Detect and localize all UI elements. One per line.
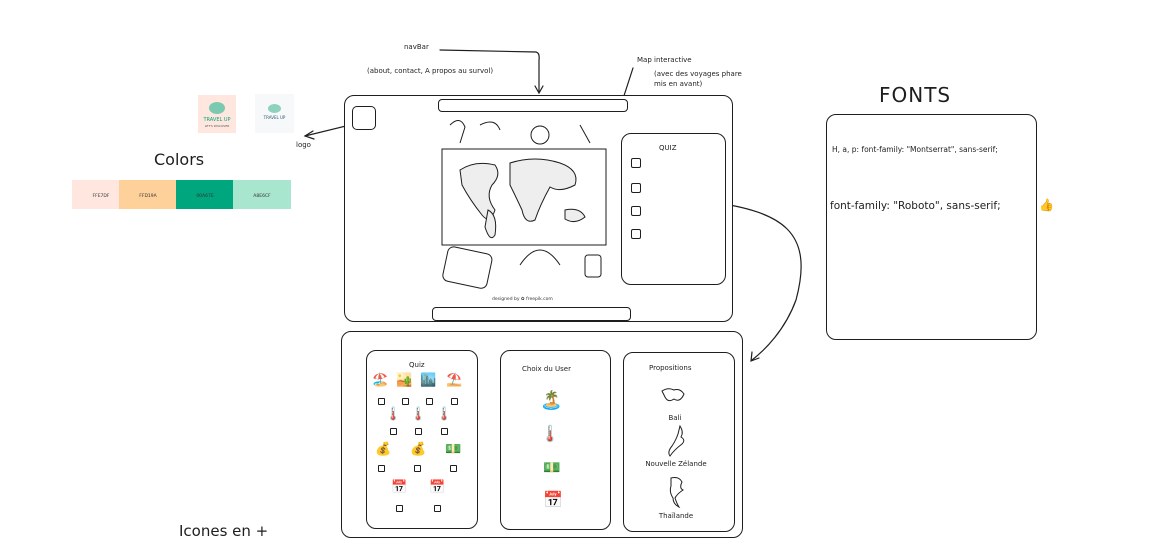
island-icon: 🏝️: [540, 390, 563, 411]
font-headings-rule: H, a, p: font-family: "Montserrat", sans…: [832, 145, 998, 154]
destination-label: Thaïlande: [658, 512, 694, 520]
whale-icon: [209, 102, 225, 114]
propositions-panel: [623, 352, 735, 532]
quiz-checkbox[interactable]: [415, 428, 422, 435]
calendar-icon: 📅: [429, 480, 446, 495]
thumbs-up-icon: 👍: [1039, 198, 1054, 212]
quiz-panel: [366, 350, 478, 529]
logo-white: TRAVEL UP: [255, 94, 294, 133]
world-map-illustration: designed by ✿ freepik.com: [440, 115, 610, 305]
logo-main-text: TRAVEL UP: [203, 117, 231, 123]
quiz-checkbox[interactable]: [390, 428, 397, 435]
quiz-checkbox[interactable]: [378, 398, 385, 405]
quiz-checkbox[interactable]: [426, 398, 433, 405]
thailand-map-icon: [669, 477, 684, 508]
quiz-checkbox[interactable]: [396, 505, 403, 512]
quiz-card-title: QUIZ: [659, 144, 677, 152]
logo-main-text: TRAVEL UP: [263, 115, 286, 120]
navbar-placeholder: [438, 99, 628, 112]
swatch-4: A8E6CF: [233, 180, 291, 209]
bali-map-icon: [661, 388, 685, 402]
world-map-icon: designed by ✿ freepik.com: [441, 120, 607, 302]
coins-icon: 💰: [410, 442, 427, 457]
swatch-4-label: A8E6CF: [253, 194, 271, 199]
font-body-rule: font-family: "Roboto", sans-serif;: [830, 200, 1001, 212]
logo-annotation: logo: [296, 141, 311, 149]
logo-sub-text: LET'S DISCOVER: [204, 124, 230, 128]
quiz-panel-title: Quiz: [409, 361, 425, 369]
quiz-checkbox[interactable]: [414, 465, 421, 472]
thermometer-icon: 🌡️: [436, 407, 453, 422]
parasol-icon: ⛱️: [446, 373, 463, 388]
quiz-checkbox[interactable]: [441, 428, 448, 435]
quiz-checkbox[interactable]: [631, 206, 641, 216]
desert-icon: 🏜️: [396, 373, 413, 388]
footer-placeholder: [432, 307, 631, 321]
quiz-checkbox[interactable]: [631, 229, 641, 239]
swatch-2-label: FFD19A: [139, 194, 157, 199]
swatch-3-label: 00A67E: [196, 194, 214, 199]
logo-placeholder: [352, 106, 376, 130]
quiz-checkbox[interactable]: [402, 398, 409, 405]
map-note-line1: (avec des voyages phare: [654, 70, 742, 78]
destination-label: Bali: [668, 414, 682, 422]
quiz-checkbox[interactable]: [450, 465, 457, 472]
user-choice-title: Choix du User: [522, 365, 571, 373]
quiz-checkbox[interactable]: [434, 505, 441, 512]
map-credit: designed by ✿ freepik.com: [492, 296, 553, 302]
fonts-panel: [826, 114, 1037, 340]
money-icon: 💵: [543, 460, 561, 476]
swatch-2: FFD19A: [119, 180, 177, 209]
quiz-checkbox[interactable]: [451, 398, 458, 405]
quiz-checkbox[interactable]: [631, 158, 641, 168]
navbar-note: (about, contact, A propos au survol): [367, 67, 494, 75]
user-choice-panel: [500, 350, 611, 530]
colors-title: Colors: [154, 150, 205, 169]
thermometer-icon: 🌡️: [540, 424, 560, 443]
whale-icon: [268, 104, 281, 113]
swatch-3: 00A67E: [176, 180, 234, 209]
map-annotation: Map interactive: [637, 56, 692, 64]
quiz-checkbox[interactable]: [631, 183, 641, 193]
thermometer-icon: 🌡️: [385, 407, 402, 422]
calendar-icon: 📅: [391, 480, 408, 495]
coins-icon: 💰: [375, 442, 392, 457]
logo-light: TRAVEL UP LET'S DISCOVER: [198, 95, 236, 133]
new-zealand-map-icon: [668, 424, 685, 457]
money-icon: 💵: [445, 442, 462, 457]
beach-icon: 🏖️: [372, 373, 389, 388]
swatch-1-label: FFE7DF: [92, 194, 110, 199]
calendar-icon: 📅: [543, 490, 563, 509]
propositions-title: Propositions: [649, 364, 692, 372]
map-note-line2: mis en avant): [654, 80, 703, 88]
city-icon: 🏙️: [420, 373, 437, 388]
navbar-annotation: navBar: [404, 43, 429, 51]
destination-label: Nouvelle Zélande: [645, 460, 707, 468]
fonts-title: FONTS: [879, 83, 952, 107]
icons-annotation: Icones en +: [179, 522, 269, 540]
thermometer-icon: 🌡️: [410, 407, 427, 422]
quiz-checkbox[interactable]: [378, 465, 385, 472]
